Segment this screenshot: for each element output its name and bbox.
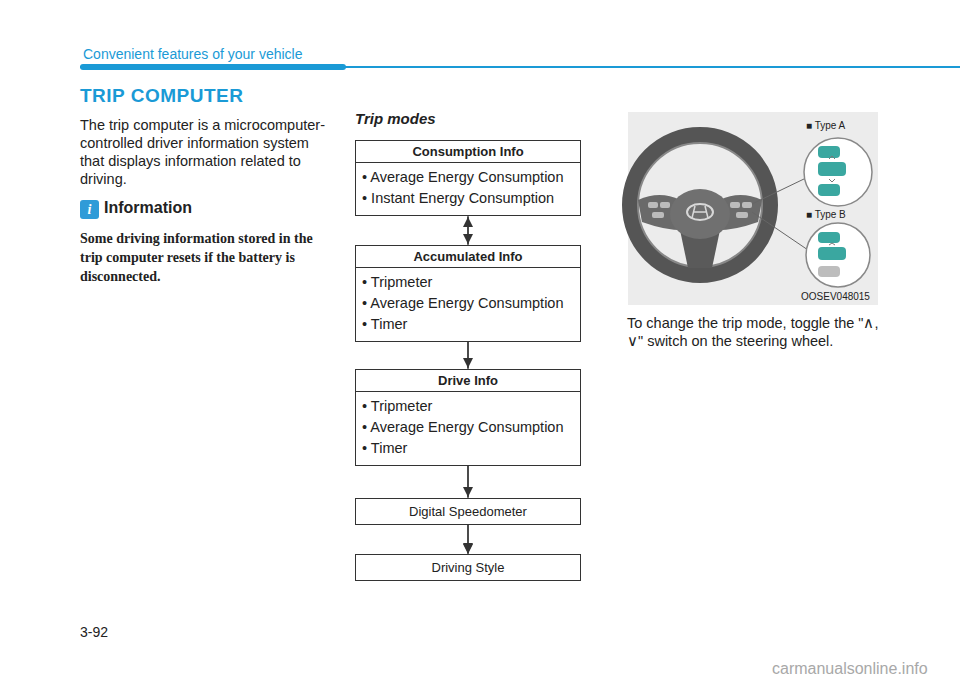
box-heading: Driving Style xyxy=(356,555,580,580)
figure-code: OOSEV048015 xyxy=(801,291,870,302)
box-heading: Digital Speedometer xyxy=(356,499,580,524)
mode-box: Consumption Info • Average Energy Consump… xyxy=(355,140,581,216)
instruction-text: To change the trip mode, toggle the "∧, … xyxy=(627,314,889,350)
mode-button-box: Digital Speedometer xyxy=(355,498,581,525)
box-item: • Timer xyxy=(356,438,580,465)
subheading: Trip modes xyxy=(355,110,436,127)
steering-wheel-illustration xyxy=(628,112,878,305)
box-item: • Average Energy Consumption xyxy=(356,417,580,438)
header-rule xyxy=(80,64,960,70)
running-header: Convenient features of your vehicle xyxy=(83,46,302,62)
mode-box: Drive Info • Tripmeter• Average Energy Co… xyxy=(355,369,581,466)
mode-button-box: Driving Style xyxy=(355,554,581,581)
type-label: ■ Type A xyxy=(806,120,845,131)
box-item: • Tripmeter xyxy=(356,396,580,417)
mode-box: Accumulated Info • Tripmeter• Average Ene… xyxy=(355,245,581,342)
watermark: carmanualsonline.info xyxy=(772,660,928,678)
box-heading: Consumption Info xyxy=(356,141,580,163)
box-item: • Average Energy Consumption xyxy=(356,167,580,188)
body-text: The trip computer is a microcomputer-con… xyxy=(80,116,335,188)
box-heading: Drive Info xyxy=(356,370,580,392)
box-item: • Average Energy Consumption xyxy=(356,293,580,314)
note-text: Some driving information stored in the t… xyxy=(80,229,335,286)
info-icon: i xyxy=(80,200,99,219)
box-item: • Instant Energy Consumption xyxy=(356,188,580,215)
box-item: • Timer xyxy=(356,314,580,341)
box-heading: Accumulated Info xyxy=(356,246,580,268)
box-item: • Tripmeter xyxy=(356,272,580,293)
type-label: ■ Type B xyxy=(806,209,846,220)
note-heading: Information xyxy=(104,199,192,217)
page-number: 3-92 xyxy=(80,624,108,640)
section-title: TRIP COMPUTER xyxy=(80,85,243,107)
